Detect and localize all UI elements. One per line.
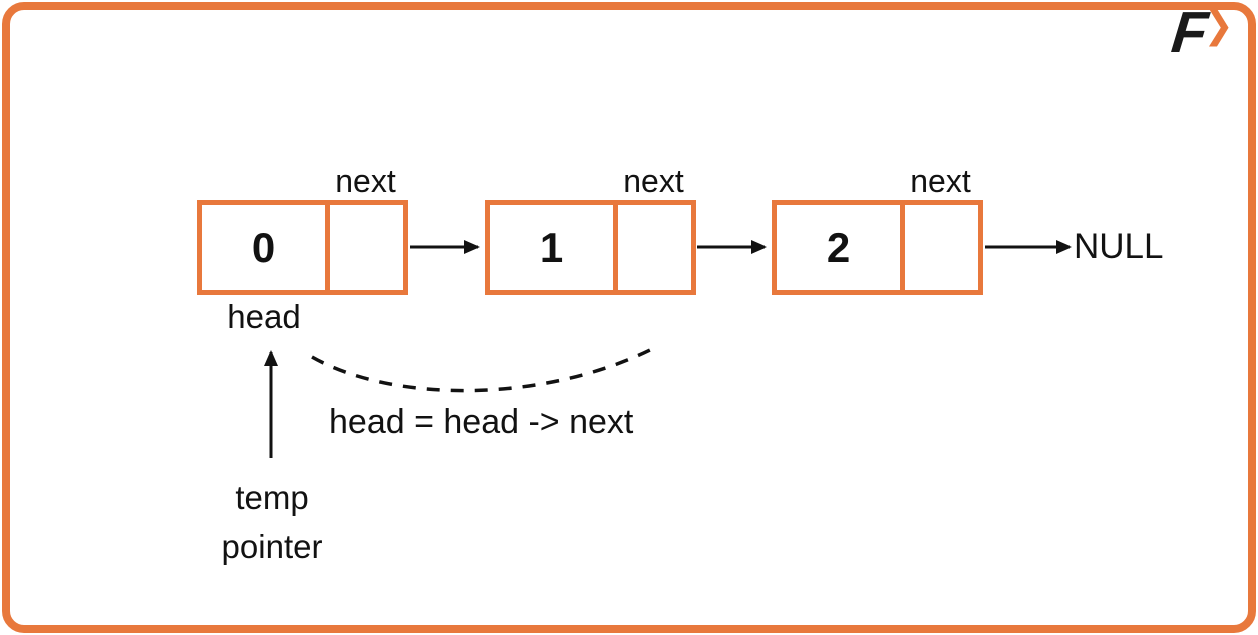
node-value-cell: 2 [777,205,905,290]
node-box: 0 [197,200,408,295]
temp-pointer-label: temp pointer [197,473,347,571]
node-value-cell: 1 [490,205,618,290]
list-node-0: next 0 [197,163,408,295]
brand-logo: F ❯ [1168,0,1234,65]
next-pointer-label: next [910,163,971,199]
logo-chevron-icon: ❯ [1203,2,1234,46]
node-box: 2 [772,200,983,295]
logo-letter: F [1168,0,1209,65]
list-node-1: next 1 [485,163,696,295]
node-next-cell [905,205,978,290]
temp-pointer-line1: temp [235,479,309,516]
node-box: 1 [485,200,696,295]
node-next-cell [330,205,403,290]
temp-pointer-line2: pointer [221,528,323,565]
dashed-move-curve [311,347,653,393]
null-terminator-label: NULL [1074,227,1164,266]
node-next-cell [618,205,691,290]
list-node-2: next 2 [772,163,983,295]
next-pointer-label: next [623,163,684,199]
next-pointer-label: next [335,163,396,199]
node-value-cell: 0 [202,205,330,290]
head-label: head [227,298,301,335]
operation-label: head = head -> next [329,403,634,441]
